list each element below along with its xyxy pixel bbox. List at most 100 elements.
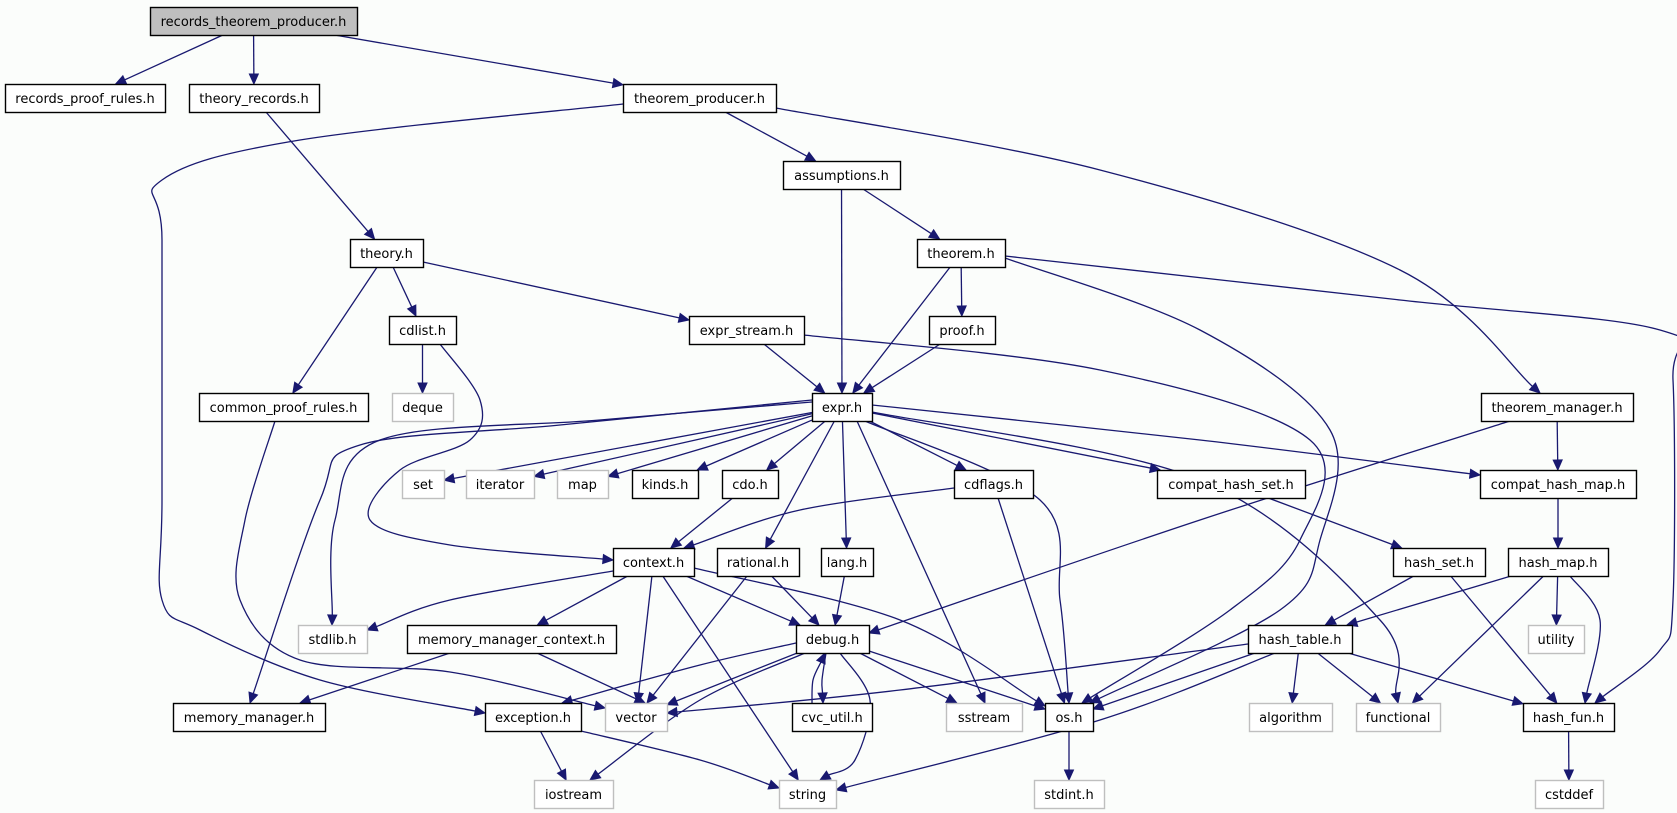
- node-box[interactable]: [622, 83, 778, 114]
- node-box[interactable]: [391, 392, 455, 423]
- node-lang[interactable]: lang.h: [820, 547, 875, 578]
- node-box[interactable]: [198, 392, 370, 423]
- node-box[interactable]: [349, 238, 425, 269]
- node-box[interactable]: [188, 83, 321, 114]
- node-box[interactable]: [1507, 547, 1610, 578]
- node-functional[interactable]: functional: [1355, 702, 1442, 733]
- node-expr[interactable]: expr.h: [811, 392, 874, 423]
- node-box[interactable]: [1534, 779, 1605, 810]
- node-box[interactable]: [782, 160, 902, 191]
- node-box[interactable]: [533, 779, 615, 810]
- node-assumptions[interactable]: assumptions.h: [782, 160, 902, 191]
- node-label: hash_table.h: [1258, 633, 1341, 648]
- node-memory-manager-context[interactable]: memory_manager_context.h: [406, 624, 618, 655]
- node-box[interactable]: [297, 624, 369, 655]
- node-box[interactable]: [1392, 547, 1487, 578]
- node-proof[interactable]: proof.h: [928, 315, 997, 346]
- node-compat-hash-map[interactable]: compat_hash_map.h: [1479, 469, 1638, 500]
- node-records-proof-rules[interactable]: records_proof_rules.h: [4, 83, 167, 114]
- node-cvc-util[interactable]: cvc_util.h: [791, 702, 874, 733]
- node-cdo[interactable]: cdo.h: [721, 469, 780, 500]
- node-label: memory_manager_context.h: [418, 633, 605, 648]
- node-box[interactable]: [1480, 392, 1635, 423]
- node-box[interactable]: [172, 702, 327, 733]
- node-box[interactable]: [4, 83, 167, 114]
- node-box[interactable]: [721, 469, 780, 500]
- node-algorithm[interactable]: algorithm: [1248, 702, 1334, 733]
- node-box[interactable]: [1248, 702, 1334, 733]
- node-box[interactable]: [604, 702, 669, 733]
- node-box[interactable]: [612, 547, 696, 578]
- node-box[interactable]: [1247, 624, 1354, 655]
- node-box[interactable]: [1044, 702, 1095, 733]
- node-box[interactable]: [778, 779, 838, 810]
- edge-cdlist-to-context: [367, 343, 615, 565]
- node-kinds[interactable]: kinds.h: [631, 469, 700, 500]
- edge-line: [597, 652, 806, 775]
- node-box[interactable]: [945, 702, 1024, 733]
- node-stdint[interactable]: stdint.h: [1033, 779, 1106, 810]
- node-string[interactable]: string: [778, 779, 838, 810]
- node-box[interactable]: [688, 315, 806, 346]
- node-sstream[interactable]: sstream: [945, 702, 1024, 733]
- node-box[interactable]: [406, 624, 618, 655]
- node-box[interactable]: [1156, 469, 1307, 500]
- node-theory-records[interactable]: theory_records.h: [188, 83, 321, 114]
- node-vector[interactable]: vector: [604, 702, 669, 733]
- node-set[interactable]: set: [401, 469, 446, 500]
- node-box[interactable]: [1527, 624, 1586, 655]
- node-hash-fun[interactable]: hash_fun.h: [1522, 702, 1616, 733]
- node-cdlist[interactable]: cdlist.h: [388, 315, 458, 346]
- node-box[interactable]: [811, 392, 874, 423]
- node-theorem[interactable]: theorem.h: [916, 238, 1007, 269]
- node-box[interactable]: [1479, 469, 1638, 500]
- node-theory[interactable]: theory.h: [349, 238, 425, 269]
- node-box[interactable]: [953, 469, 1035, 500]
- node-box[interactable]: [149, 6, 359, 37]
- node-hash-table[interactable]: hash_table.h: [1247, 624, 1354, 655]
- node-os[interactable]: os.h: [1044, 702, 1095, 733]
- node-box[interactable]: [928, 315, 997, 346]
- node-box[interactable]: [1522, 702, 1616, 733]
- node-common-proof-rules[interactable]: common_proof_rules.h: [198, 392, 370, 423]
- node-iterator[interactable]: iterator: [465, 469, 536, 500]
- node-hash-map[interactable]: hash_map.h: [1507, 547, 1610, 578]
- node-compat-hash-set[interactable]: compat_hash_set.h: [1156, 469, 1307, 500]
- node-box[interactable]: [465, 469, 536, 500]
- node-records-theorem-producer[interactable]: records_theorem_producer.h: [149, 6, 359, 37]
- node-box[interactable]: [484, 702, 583, 733]
- node-utility[interactable]: utility: [1527, 624, 1586, 655]
- node-cstddef[interactable]: cstddef: [1534, 779, 1605, 810]
- node-debug[interactable]: debug.h: [795, 624, 871, 655]
- node-box[interactable]: [401, 469, 446, 500]
- arrowhead-icon: [365, 621, 379, 632]
- node-box[interactable]: [820, 547, 875, 578]
- node-theorem-manager[interactable]: theorem_manager.h: [1480, 392, 1635, 423]
- node-expr-stream[interactable]: expr_stream.h: [688, 315, 806, 346]
- node-rational[interactable]: rational.h: [716, 547, 801, 578]
- node-map[interactable]: map: [556, 469, 610, 500]
- node-box[interactable]: [1033, 779, 1106, 810]
- node-cdflags[interactable]: cdflags.h: [953, 469, 1035, 500]
- node-box[interactable]: [916, 238, 1007, 269]
- node-memory-manager[interactable]: memory_manager.h: [172, 702, 327, 733]
- node-box[interactable]: [631, 469, 700, 500]
- node-box[interactable]: [388, 315, 458, 346]
- node-box[interactable]: [556, 469, 610, 500]
- node-hash-set[interactable]: hash_set.h: [1392, 547, 1487, 578]
- node-box[interactable]: [791, 702, 874, 733]
- node-iostream[interactable]: iostream: [533, 779, 615, 810]
- node-deque[interactable]: deque: [391, 392, 455, 423]
- arrowhead-icon: [831, 613, 843, 627]
- node-box[interactable]: [716, 547, 801, 578]
- node-box[interactable]: [795, 624, 871, 655]
- node-context[interactable]: context.h: [612, 547, 696, 578]
- node-stdlib[interactable]: stdlib.h: [297, 624, 369, 655]
- edge-theory-to-common-proof-rules: [292, 266, 378, 395]
- node-exception[interactable]: exception.h: [484, 702, 583, 733]
- edge-assumptions-to-theorem: [862, 188, 941, 240]
- edge-line: [693, 487, 955, 546]
- node-theorem-producer[interactable]: theorem_producer.h: [622, 83, 778, 114]
- node-box[interactable]: [1355, 702, 1442, 733]
- edge-line: [453, 411, 813, 479]
